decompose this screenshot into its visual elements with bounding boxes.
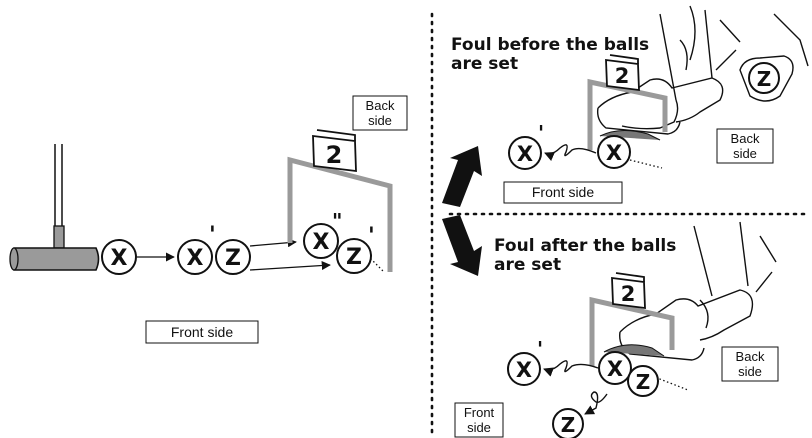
hand-holding-ball-icon: Z [739, 13, 809, 102]
svg-text:Z: Z [757, 67, 772, 91]
title-foul-after-line2: are set [494, 255, 561, 275]
svg-text:Front: Front [464, 405, 495, 420]
svg-text:side: side [733, 146, 757, 161]
svg-text:": " [332, 209, 342, 233]
gate-2: 2 [589, 272, 675, 366]
svg-text:Z: Z [225, 246, 241, 271]
svg-text:side: side [368, 113, 392, 128]
label-front-side: Front side [145, 320, 259, 344]
svg-text:': ' [368, 224, 375, 249]
ball-x-double-prime: X " [303, 209, 342, 259]
svg-text:Front side: Front side [171, 324, 233, 340]
svg-text:Back: Back [736, 349, 765, 364]
svg-text:': ' [209, 223, 216, 248]
label-back-side: Back side [716, 128, 774, 164]
svg-text:': ' [537, 337, 543, 361]
bottom-right-panel: Foul after the balls are set 2 X ' X [454, 221, 779, 438]
title-foul-before-line2: are set [451, 54, 518, 74]
mallet-icon [9, 144, 100, 271]
label-front-side: Front side [503, 181, 623, 204]
curly-arrow-deflect [584, 391, 608, 415]
ball-x-prime: X ' [508, 121, 544, 170]
svg-text:Back: Back [731, 131, 760, 146]
svg-text:Front side: Front side [532, 184, 594, 200]
svg-text:Z: Z [346, 245, 362, 270]
arrow-z-past-gate [249, 260, 331, 271]
gate-2: 2 [287, 129, 393, 272]
svg-text:side: side [738, 364, 762, 379]
svg-text:X: X [313, 230, 330, 255]
player-foot-icon [619, 221, 777, 361]
ball-x: X [597, 135, 631, 169]
label-back-side: Back side [721, 346, 779, 382]
title-foul-before: Foul before the balls [451, 35, 649, 55]
label-back-side: Back side [352, 95, 408, 131]
gate-number: 2 [326, 141, 343, 169]
svg-text:side: side [467, 420, 491, 435]
svg-text:X: X [187, 246, 204, 271]
ball-x-prime: X ' [507, 337, 543, 386]
ball-x: X [101, 239, 137, 275]
svg-text:Back: Back [366, 98, 395, 113]
ball-z: Z [215, 239, 251, 275]
svg-text:': ' [538, 121, 544, 145]
top-right-panel: Foul before the balls are set Z 2 [451, 5, 809, 204]
left-panel: X X ' Z 2 X " Z ' [9, 95, 408, 344]
title-foul-after: Foul after the balls [494, 236, 676, 256]
ball-x: X [598, 351, 632, 385]
svg-text:X: X [606, 141, 622, 165]
svg-text:X: X [111, 246, 128, 271]
svg-text:Z: Z [561, 413, 576, 437]
svg-text:X: X [516, 358, 532, 382]
label-front-side: Front side [454, 402, 504, 438]
svg-text:X: X [607, 357, 623, 381]
gate-number: 2 [615, 64, 630, 88]
gate-2: 2 [587, 54, 668, 150]
svg-text:Z: Z [636, 370, 651, 394]
curly-arrow [543, 360, 599, 377]
double-headed-arrow-icon [442, 146, 482, 276]
ball-x-prime: X ' [177, 223, 216, 275]
gate-number: 2 [621, 282, 636, 306]
ball-z-deflected: Z [552, 408, 584, 438]
ball-z-prime: Z ' [336, 224, 375, 274]
svg-text:X: X [517, 142, 533, 166]
ball-z-at-gate: Z [627, 365, 659, 397]
curly-arrow [544, 144, 597, 161]
